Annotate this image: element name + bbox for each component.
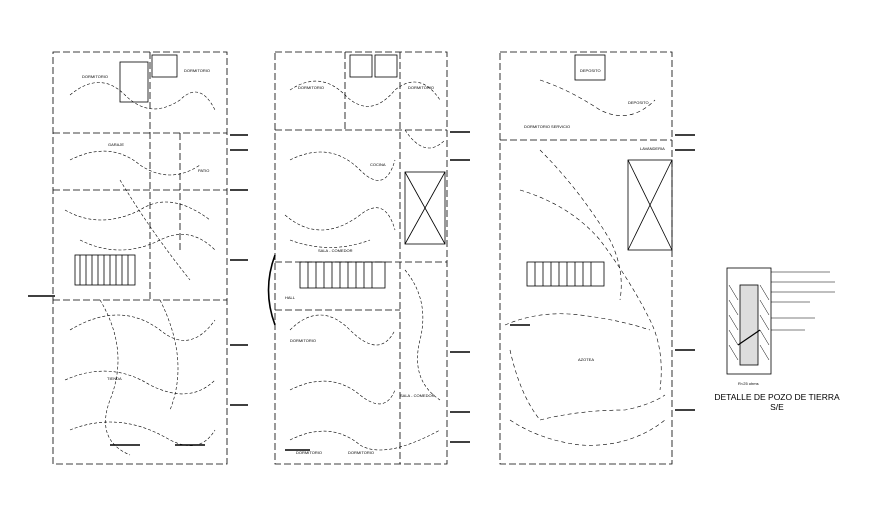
plan2-void-x2: [404, 171, 446, 245]
plan1-tags: [28, 134, 248, 446]
plan1-outline: [52, 51, 228, 465]
floor-plan-3: [499, 51, 695, 465]
plan2-outline: [274, 51, 448, 465]
plan2-tags: [285, 131, 470, 451]
room-label: TIENDA: [107, 376, 122, 381]
detail-title: DETALLE DE POZO DE TIERRA S/E: [712, 392, 842, 412]
detail-core: [739, 284, 759, 366]
detail-title-line2: S/E: [770, 402, 784, 412]
room-label: DORMITORIO: [408, 85, 434, 90]
plan2-bath2: [374, 54, 398, 78]
room-label: DEPOSITO: [628, 100, 649, 105]
plan1-stair: [74, 254, 136, 286]
room-label: DORMITORIO: [296, 450, 322, 455]
floor-plan-2: [267, 51, 470, 465]
detail-resistance-note: R<25 ohms: [738, 381, 759, 386]
plan3-outline: [499, 51, 673, 465]
plan3-void-x2: [627, 159, 673, 251]
room-label: DORMITORIO: [82, 74, 108, 79]
ground-well-detail: [726, 267, 835, 375]
plan3-tags: [510, 134, 695, 411]
room-label: HALL: [285, 295, 296, 300]
plan2-bath: [349, 54, 373, 78]
plan2-curved-wall: [267, 254, 276, 326]
room-label: PATIO: [198, 168, 210, 173]
room-label: SALA - COMEDOR: [318, 248, 353, 253]
plan3-bath: [574, 54, 606, 81]
plan2-circuits: [284, 80, 446, 451]
room-label: GARAJE: [108, 142, 125, 147]
room-label: DORMITORIO: [348, 450, 374, 455]
floor-plan-1: [28, 51, 248, 465]
plan2-stair-steps: [307, 262, 373, 288]
room-label: DORMITORIO: [184, 68, 210, 73]
room-label: AZOTEA: [578, 357, 595, 362]
plan3-stair-steps: [534, 262, 592, 286]
plan1-bath: [119, 61, 149, 103]
room-label: DORMITORIO SERVICIO: [524, 124, 571, 129]
room-label: LAVANDERIA: [640, 146, 665, 151]
plan1-bath2: [151, 54, 178, 78]
room-label: COCINA: [370, 162, 386, 167]
room-label: DEPOSITO: [580, 68, 601, 73]
plan3-void: [627, 159, 673, 251]
detail-leaders: [771, 271, 835, 331]
detail-break: [737, 329, 761, 346]
plan2-void: [404, 171, 446, 245]
room-label: DORMITORIO: [290, 338, 316, 343]
room-label: DORMITORIO: [298, 85, 324, 90]
detail-title-line1: DETALLE DE POZO DE TIERRA: [714, 392, 840, 402]
plan1-stair-steps: [79, 255, 129, 285]
plan2-stair: [299, 261, 386, 289]
plan1-circuits: [64, 82, 216, 456]
plan3-stair: [526, 261, 605, 287]
plan3-circuits: [504, 79, 666, 446]
detail-frame: [726, 267, 772, 375]
room-label: SALA - COMEDOR: [400, 393, 435, 398]
detail-hatch: [728, 284, 770, 361]
